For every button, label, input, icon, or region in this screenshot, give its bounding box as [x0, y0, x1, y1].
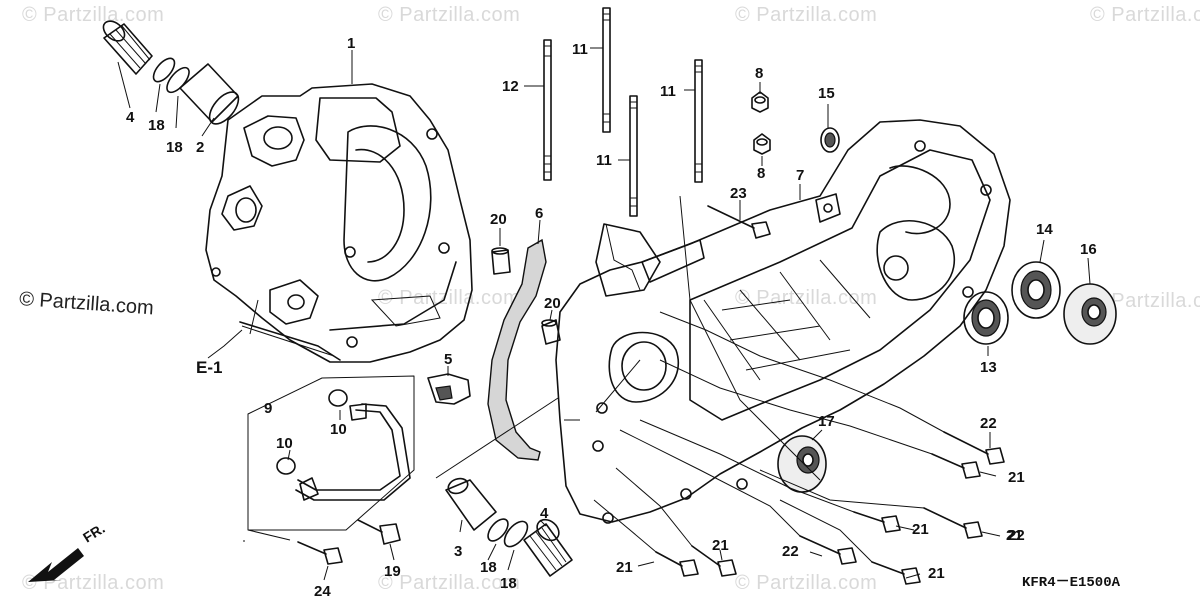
watermark: © Partzilla.com: [22, 4, 165, 26]
callout-22: 22: [782, 543, 799, 560]
bolts: [297, 205, 1005, 585]
callout-11: 11: [660, 83, 676, 100]
watermark: © Partzilla.com: [22, 572, 165, 594]
bearing-13: [963, 291, 1009, 345]
callout-18: 18: [480, 559, 497, 576]
oil-seal-inner: [824, 132, 836, 148]
callout-21: 21: [912, 521, 929, 538]
callout-16: 16: [1080, 241, 1097, 258]
callout-1: 1: [347, 35, 356, 52]
clip-part-5-inner: [435, 385, 453, 401]
callout-17: 17: [818, 413, 835, 430]
callout-2: 2: [196, 139, 205, 156]
diagram-code: KFR4－E1500A: [1021, 575, 1120, 591]
callout-12: 12: [502, 78, 519, 95]
callout-11: 11: [572, 41, 588, 58]
oil-seal-15: [820, 127, 840, 153]
callout-23: 23: [730, 185, 747, 202]
callout-6: 6: [535, 205, 544, 222]
callout-13: 13: [980, 359, 997, 376]
callout-20: 20: [544, 295, 561, 312]
callout-22: 22: [1008, 527, 1025, 544]
bearing-16: [1063, 283, 1117, 345]
watermark: © Partzilla.com: [735, 287, 878, 309]
callout-20: 20: [490, 211, 507, 228]
callout-4: 4: [126, 109, 135, 126]
callout-10: 10: [276, 435, 293, 452]
callout-5: 5: [444, 351, 453, 368]
callout-3: 3: [454, 543, 463, 560]
callout-10: 10: [330, 421, 347, 438]
callout-8: 8: [757, 165, 766, 182]
callout-18: 18: [166, 139, 183, 156]
callout-18: 18: [500, 575, 517, 592]
callout-21: 21: [1008, 469, 1025, 486]
watermark: © Partzilla.com: [378, 287, 521, 309]
callout-21: 21: [928, 565, 945, 582]
watermark: © Partzilla.com: [378, 572, 521, 594]
nuts-part-8: [751, 91, 771, 155]
front-direction-arrow: [28, 548, 84, 582]
sleeve-part-2: [179, 63, 240, 125]
callout-21: 21: [616, 559, 633, 576]
bearing-14: [1011, 261, 1061, 319]
leader-lines: [117, 47, 1091, 581]
callout-18: 18: [148, 117, 165, 134]
left-crankcase: [205, 83, 473, 363]
o-ring: [503, 520, 529, 548]
o-ring: [487, 518, 509, 542]
callout-14: 14: [1036, 221, 1053, 238]
callout-21: 21: [712, 537, 729, 554]
callout-4: 4: [540, 505, 549, 522]
watermark: © Partzilla.com: [1090, 4, 1200, 26]
callout-24: 24: [314, 583, 331, 600]
gasket-part-6: [487, 238, 547, 461]
clip-part-5: [427, 373, 471, 405]
callout-15: 15: [818, 85, 835, 102]
watermark: © Partzilla.com: [735, 572, 878, 594]
watermark: © Partzilla.com: [1090, 290, 1200, 312]
callout-21: 21: [1006, 527, 1023, 544]
oil-plug-top: [102, 20, 153, 75]
callout-7: 7: [796, 167, 805, 184]
callout-8: 8: [755, 65, 764, 82]
callout-22: 22: [980, 415, 997, 432]
oil-plug-bottom: [523, 518, 573, 577]
e1-reference-label: E-1: [196, 358, 223, 377]
watermark: © Partzilla.com: [378, 4, 521, 26]
stud-bolts: [543, 7, 703, 217]
oil-pipe-assembly: [247, 375, 415, 531]
callout-11: 11: [596, 152, 612, 169]
callout-19: 19: [384, 563, 401, 580]
bearing-17: [777, 435, 827, 493]
callout-9: 9: [264, 400, 273, 417]
dowel-pins: [491, 247, 561, 345]
watermark: © Partzilla.com: [735, 4, 878, 26]
cap-part-3: [445, 477, 497, 531]
right-crankcase: [555, 119, 1011, 524]
o-ring: [152, 57, 190, 94]
